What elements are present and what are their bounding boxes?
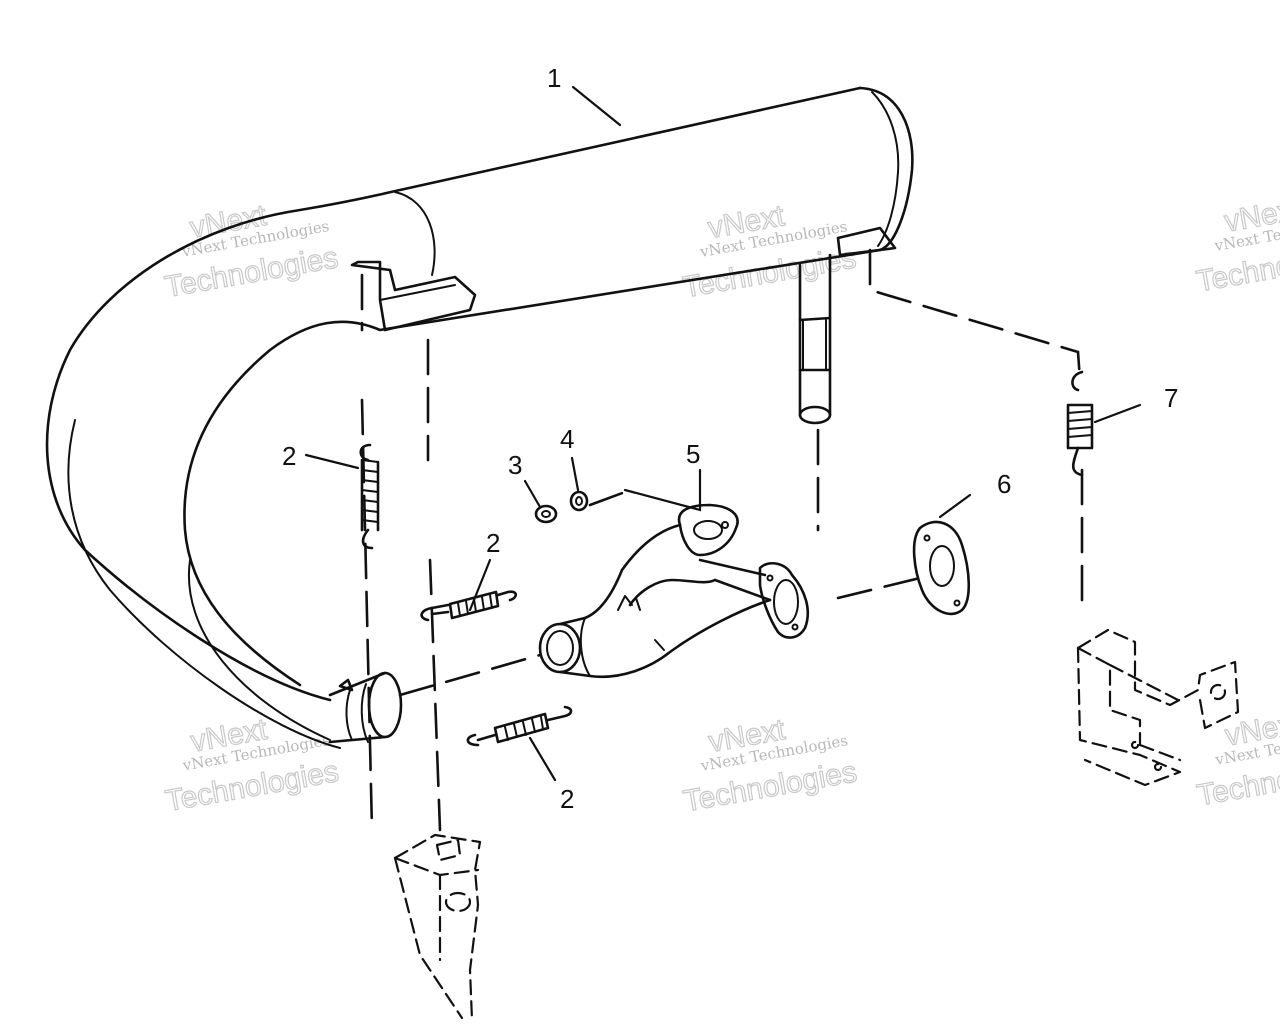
callout-6: 6: [997, 469, 1011, 499]
spring-diagonal-low: [466, 705, 573, 747]
watermark-right-bottom: vNext vNext Technologies Technologies: [1194, 706, 1280, 813]
assembly-lines: [360, 248, 1084, 832]
watermark-left-bottom: vNext vNext Technologies Technologies: [163, 712, 342, 818]
gasket: [912, 520, 971, 616]
callout-2-left: 2: [282, 441, 296, 471]
washer: [569, 490, 589, 512]
watermark-left-top: vNext vNext Technologies Technologies: [162, 198, 341, 304]
frame-bracket-right: [1076, 628, 1240, 787]
callout-3: 3: [508, 450, 522, 480]
callout-7: 7: [1164, 383, 1178, 413]
frame-bracket-bottom: [393, 833, 482, 1022]
callout-5: 5: [686, 439, 700, 469]
spring-vertical-left: [359, 443, 380, 550]
spring-vertical-right: [1066, 370, 1094, 477]
watermark-center-bottom: vNext vNext Technologies Technologies: [681, 713, 860, 819]
nut: [534, 504, 558, 524]
leader-lines: [304, 85, 1142, 782]
callout-labels: 1 2 2 2 3 4 5 6 7: [282, 63, 1178, 814]
y-pipe: [538, 503, 810, 679]
muffler-assembly: [45, 86, 914, 749]
hanger-rod: [798, 253, 832, 425]
callout-4: 4: [560, 424, 574, 454]
callout-2-mid: 2: [486, 528, 500, 558]
spring-diagonal-mid: [420, 590, 518, 622]
watermark-right-top: vNext vNext Technologies Technologies: [1193, 192, 1280, 299]
callout-1: 1: [547, 63, 561, 93]
callout-2-low: 2: [560, 784, 574, 814]
